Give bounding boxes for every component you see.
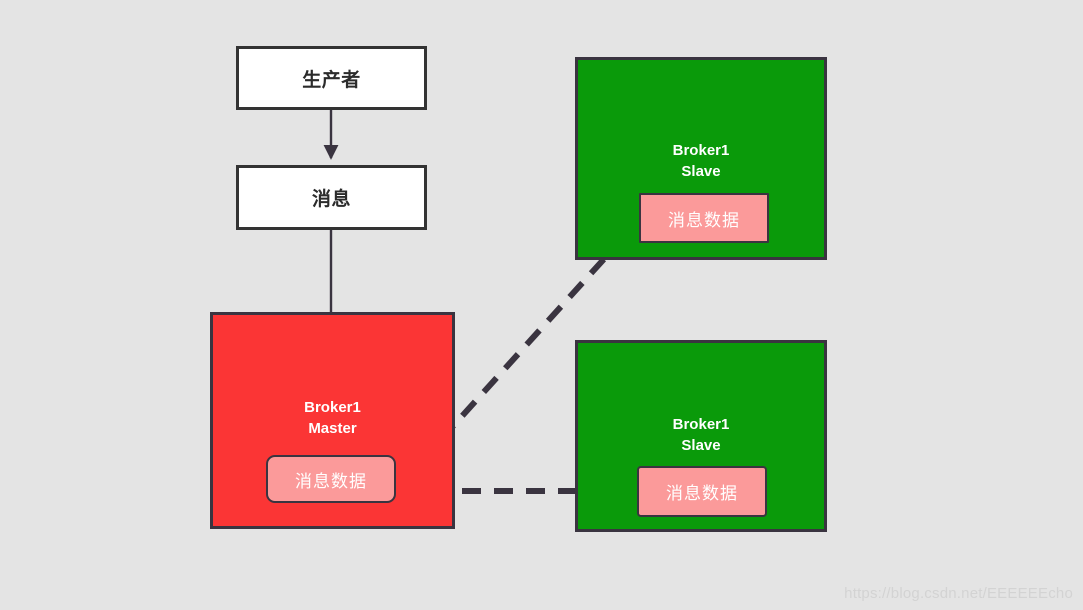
master-message-data-label: 消息数据 [295, 471, 367, 491]
slave-bottom-message-data-label: 消息数据 [666, 484, 738, 503]
slave-top-message-data-label: 消息数据 [668, 210, 740, 230]
slave-top-message-data-chip: 消息数据 [639, 193, 769, 243]
message-box: 消息 [236, 165, 427, 230]
message-label: 消息 [311, 189, 351, 210]
broker1-slave-bottom-title: Broker1 Slave [672, 416, 730, 454]
broker1-master-title: Broker1 Master [304, 399, 361, 437]
slave-bottom-message-data-chip: 消息数据 [637, 466, 767, 517]
watermark-text: https://blog.csdn.net/EEEEEEcho [844, 585, 1073, 602]
broker1-slave-top-title: Broker1 Slave [672, 142, 730, 180]
producer-box: 生产者 [236, 46, 427, 110]
master-message-data-chip: 消息数据 [266, 455, 396, 503]
producer-label: 生产者 [302, 69, 361, 91]
